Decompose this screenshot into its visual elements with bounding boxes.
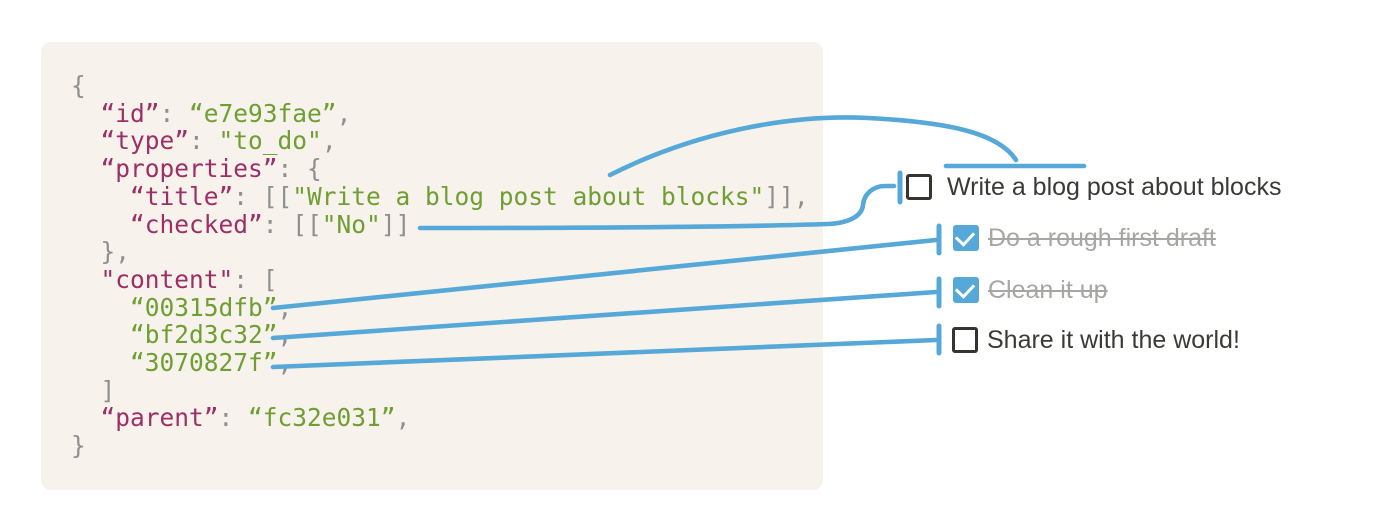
todo-item-label: Do a rough first draft	[988, 224, 1216, 252]
code-line: “type”: "to_do",	[100, 126, 337, 156]
code-line: }	[71, 431, 86, 461]
todo-item-label: Write a blog post about blocks	[947, 173, 1282, 201]
todo-item[interactable]: Do a rough first draft	[953, 225, 1216, 251]
todo-item[interactable]: Write a blog post about blocks	[906, 174, 1281, 200]
checkmark-icon	[954, 278, 976, 299]
code-line: “parent”: “fc32e031”,	[100, 403, 411, 433]
code-line: “3070827f”,	[130, 348, 293, 378]
checkbox-checked-icon[interactable]	[953, 277, 979, 303]
code-content: { “id”: “e7e93fae”, “type”: "to_do", “pr…	[71, 71, 809, 461]
todo-item-label: Clean it up	[988, 276, 1108, 304]
checkbox-checked-icon[interactable]	[953, 225, 979, 251]
code-line: ]	[71, 375, 116, 405]
checkbox-unchecked-icon[interactable]	[952, 327, 978, 353]
code-line: “title”: [["Write a blog post about bloc…	[130, 181, 809, 211]
todo-item-label: Share it with the world!	[987, 326, 1240, 354]
todo-item[interactable]: Share it with the world!	[952, 327, 1240, 353]
code-line: “checked”: [["No"]]	[130, 209, 411, 239]
code-line: “00315dfb”,	[130, 292, 293, 322]
code-line: “id”: “e7e93fae”,	[100, 98, 352, 128]
checkmark-icon	[954, 226, 976, 247]
code-line: {	[71, 71, 86, 100]
code-line: “bf2d3c32”,	[130, 320, 293, 350]
code-line: "content": [	[100, 264, 278, 294]
todo-item[interactable]: Clean it up	[953, 277, 1108, 303]
json-code-block: { “id”: “e7e93fae”, “type”: "to_do", “pr…	[41, 42, 823, 490]
code-line: “properties”: {	[100, 154, 322, 184]
checkbox-unchecked-icon[interactable]	[906, 174, 932, 200]
code-line: },	[71, 237, 131, 267]
